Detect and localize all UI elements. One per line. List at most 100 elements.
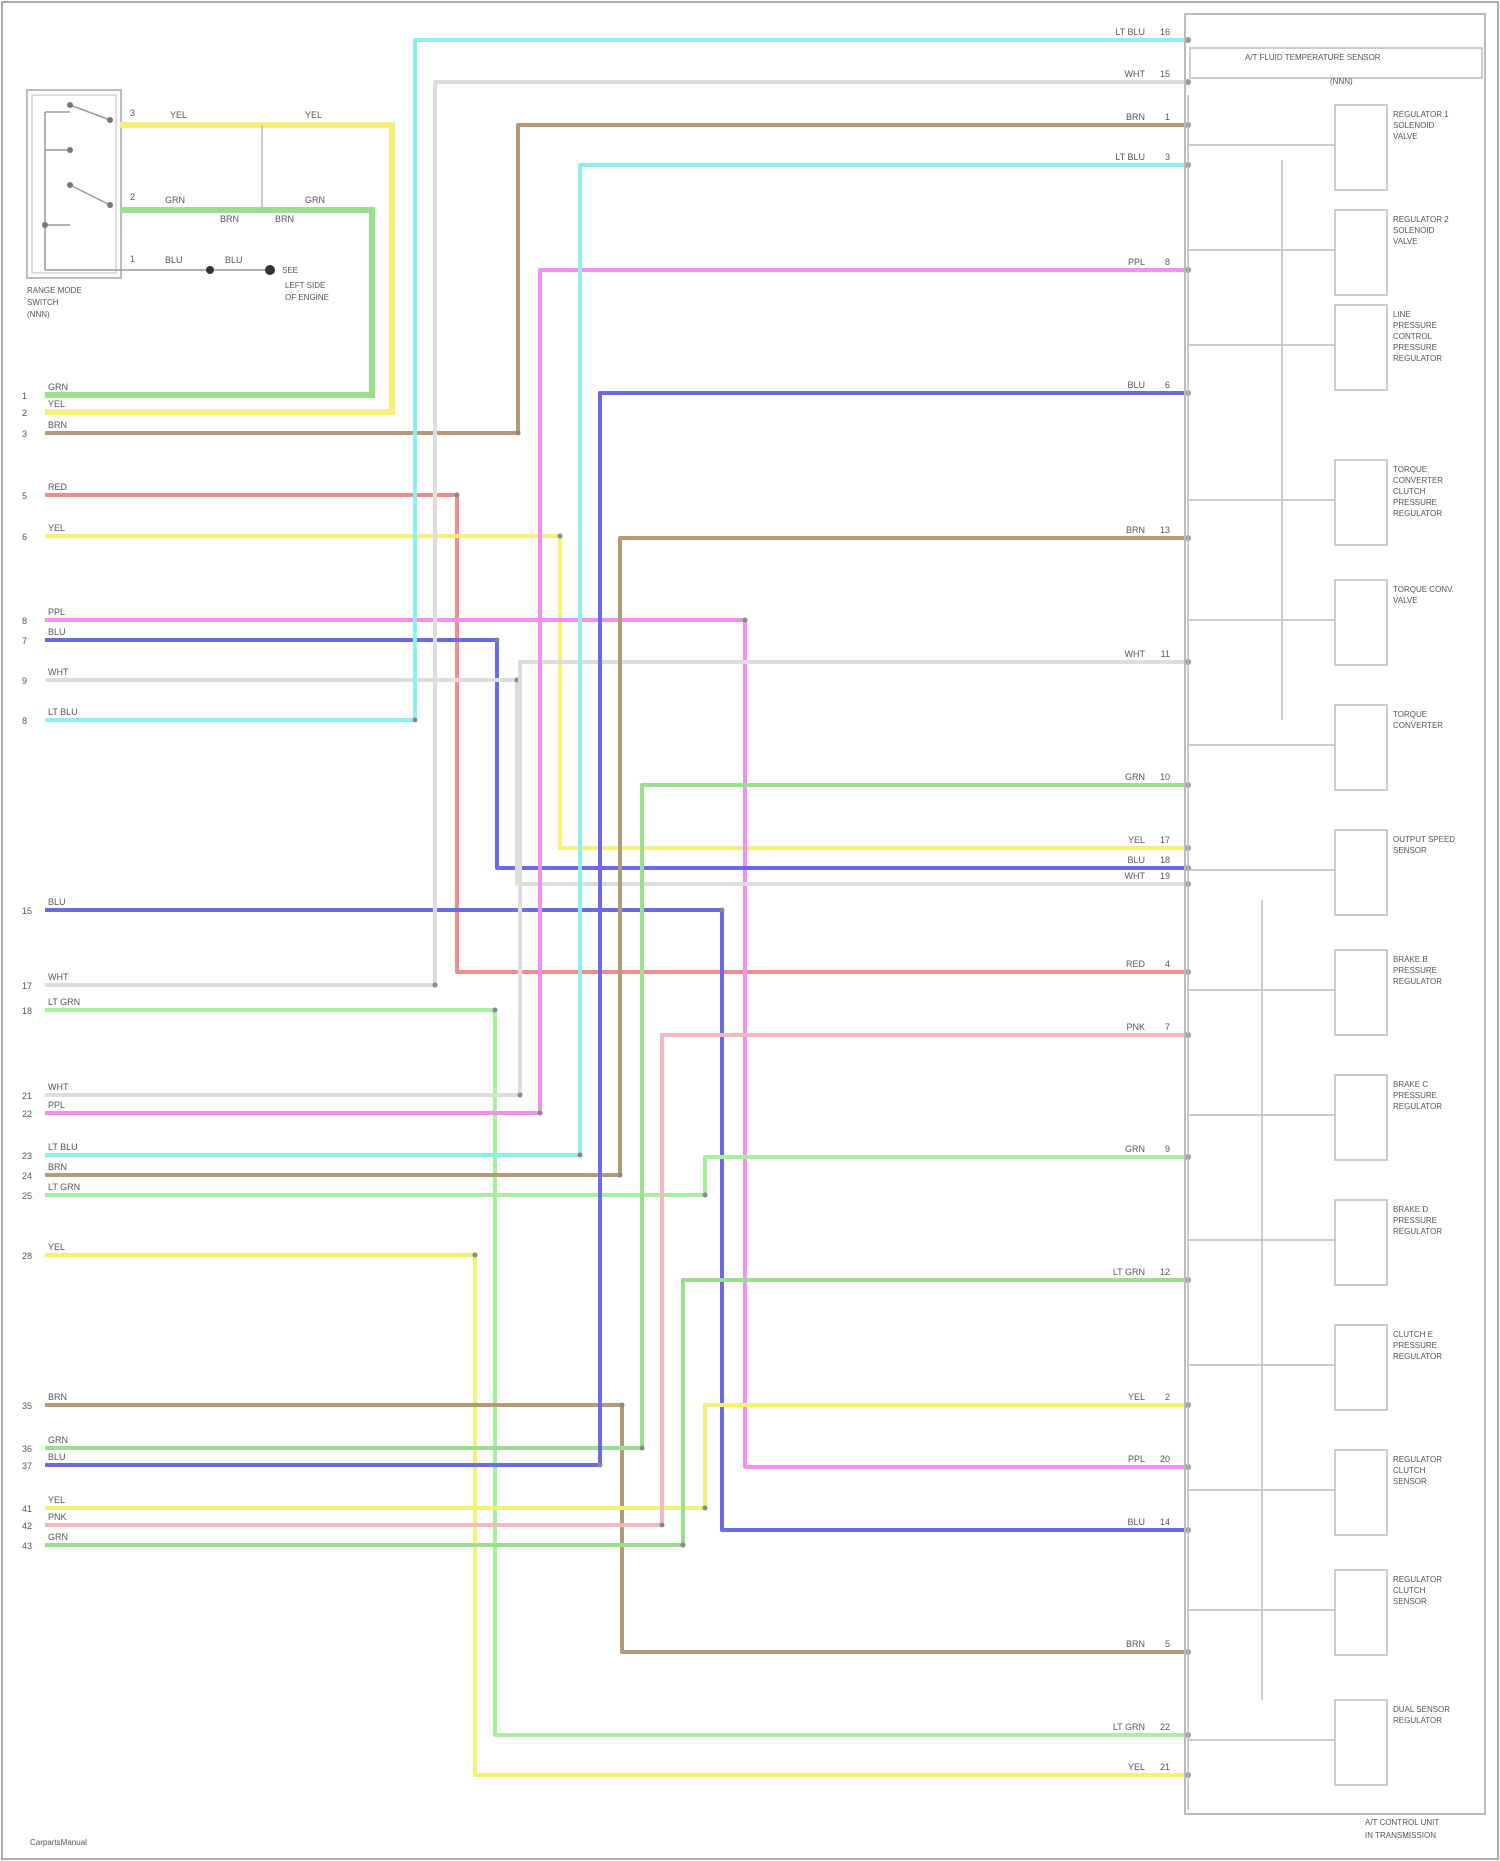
right-pin-wire-label: GRN (1125, 772, 1145, 782)
valve-body-header: A/T FLUID TEMPERATURE SENSOR (1245, 53, 1381, 62)
splice-dot (578, 1153, 583, 1158)
left-pin-wire-label: RED (48, 482, 68, 492)
switch-label-1: RANGE MODE (27, 286, 82, 295)
left-pin-wire-label: BLU (48, 1452, 66, 1462)
left-pin-wire-label: GRN (48, 1532, 68, 1542)
left-pin-number: 15 (22, 906, 32, 916)
right-pin-number: 19 (1160, 871, 1170, 881)
valve-component-label: PRESSURE (1393, 1216, 1437, 1225)
valve-component-label: REGULATOR (1393, 1716, 1442, 1725)
valve-component-label: TORQUE (1393, 465, 1427, 474)
right-pin-wire-label: PPL (1128, 257, 1145, 267)
splice-dot (558, 534, 563, 539)
splice-dot (703, 1193, 708, 1198)
valve-component-label: VALVE (1393, 596, 1418, 605)
valve-component-label: TORQUE (1393, 710, 1427, 719)
watermark: CarpartsManual (30, 1838, 87, 1847)
right-pin-number: 18 (1160, 855, 1170, 865)
valve-component-label: VALVE (1393, 132, 1418, 141)
splice-label-1: SEE (282, 266, 298, 275)
left-pin-wire-label: BLU (48, 897, 66, 907)
valve-component-box (1335, 460, 1387, 545)
right-pin-wire-label: WHT (1125, 69, 1146, 79)
wire-run (45, 393, 1185, 1465)
splice-dot (516, 431, 521, 436)
right-pin-number: 12 (1160, 1267, 1170, 1277)
wire-run (45, 680, 1185, 884)
valve-component-label: SENSOR (1393, 846, 1427, 855)
right-pin-wire-label: LT BLU (1115, 27, 1145, 37)
valve-component-label: BRAKE D (1393, 1205, 1428, 1214)
valve-component-label: SENSOR (1393, 1597, 1427, 1606)
valve-component-label: CLUTCH (1393, 1466, 1426, 1475)
left-pin-number: 25 (22, 1191, 32, 1201)
left-pin-wire-label: WHT (48, 972, 69, 982)
wire-runs (45, 40, 1185, 1775)
valve-component-label: PRESSURE (1393, 343, 1437, 352)
valve-component-label: PRESSURE (1393, 966, 1437, 975)
left-pin-number: 36 (22, 1444, 32, 1454)
right-pin-wire-label: WHT (1125, 871, 1146, 881)
left-pin-number: 18 (22, 1006, 32, 1016)
wire-run (45, 620, 1185, 1467)
right-pin-wire-label: WHT (1125, 649, 1146, 659)
splice-dot (518, 1093, 523, 1098)
wire-run (45, 1010, 1185, 1735)
valve-component-box (1335, 210, 1387, 295)
left-pin-number: 2 (22, 408, 27, 418)
switch-wire-brn-2: BRN (275, 214, 294, 224)
wire-run (45, 662, 1185, 1095)
valve-component-box (1335, 1700, 1387, 1785)
right-pin-number: 11 (1161, 649, 1170, 659)
left-pin-wire-label: WHT (48, 667, 69, 677)
valve-component-label: OUTPUT SPEED (1393, 835, 1455, 844)
right-pin-wire-label: LT GRN (1113, 1722, 1145, 1732)
left-connector-pins: 1GRN2YEL3BRN5RED6YEL8PPL7BLU9WHT8LT BLU1… (22, 382, 80, 1551)
splice-dot (538, 1111, 543, 1116)
valve-component-label: LINE (1393, 310, 1411, 319)
right-pin-wire-label: YEL (1128, 835, 1145, 845)
right-pin-wire-label: BLU (1127, 855, 1145, 865)
switch-label-2: SWITCH (27, 298, 59, 307)
wire-run (45, 495, 1185, 972)
switch-wire-yel: YEL (170, 110, 187, 120)
valve-component-label: REGULATOR (1393, 354, 1442, 363)
splice-dot (681, 1543, 686, 1548)
left-pin-number: 8 (22, 616, 27, 626)
left-pin-number: 6 (22, 532, 27, 542)
wire-run (45, 910, 1185, 1530)
left-pin-number: 37 (22, 1461, 32, 1471)
splice-dot (618, 1173, 623, 1178)
valve-component-label: REGULATOR (1393, 1227, 1442, 1236)
right-pin-number: 2 (1165, 1392, 1170, 1402)
left-pin-wire-label: YEL (48, 1242, 65, 1252)
splice-label-3: OF ENGINE (285, 293, 329, 302)
right-pin-wire-label: PNK (1126, 1022, 1145, 1032)
left-pin-number: 22 (22, 1109, 32, 1119)
switch-wire-grn: GRN (165, 195, 185, 205)
left-pin-number: 23 (22, 1151, 32, 1161)
wire-run (45, 1405, 1185, 1508)
splice-dot (413, 718, 418, 723)
left-pin-number: 35 (22, 1401, 32, 1411)
range-mode-switch: RANGE MODE SWITCH (NNN) 3 2 1 (27, 90, 135, 319)
splice-dot (703, 1506, 708, 1511)
splice-dot (598, 1463, 603, 1468)
right-pin-number: 20 (1160, 1454, 1170, 1464)
splice-dot (640, 1446, 645, 1451)
valve-component-label: REGULATOR 1 (1393, 110, 1449, 119)
right-pin-wire-label: LT BLU (1115, 152, 1145, 162)
left-pin-number: 8 (22, 716, 27, 726)
right-pin-wire-label: GRN (1125, 1144, 1145, 1154)
splice-dot (473, 1253, 478, 1258)
wire-run (45, 536, 1185, 848)
left-pin-number: 17 (22, 981, 32, 991)
right-pin-number: 4 (1165, 959, 1170, 969)
splice-dot (433, 983, 438, 988)
valve-component-label: CLUTCH (1393, 1586, 1426, 1595)
switch-wire-blu-2: BLU (225, 255, 243, 265)
right-pin-wire-label: LT GRN (1113, 1267, 1145, 1277)
left-pin-number: 21 (22, 1091, 32, 1101)
